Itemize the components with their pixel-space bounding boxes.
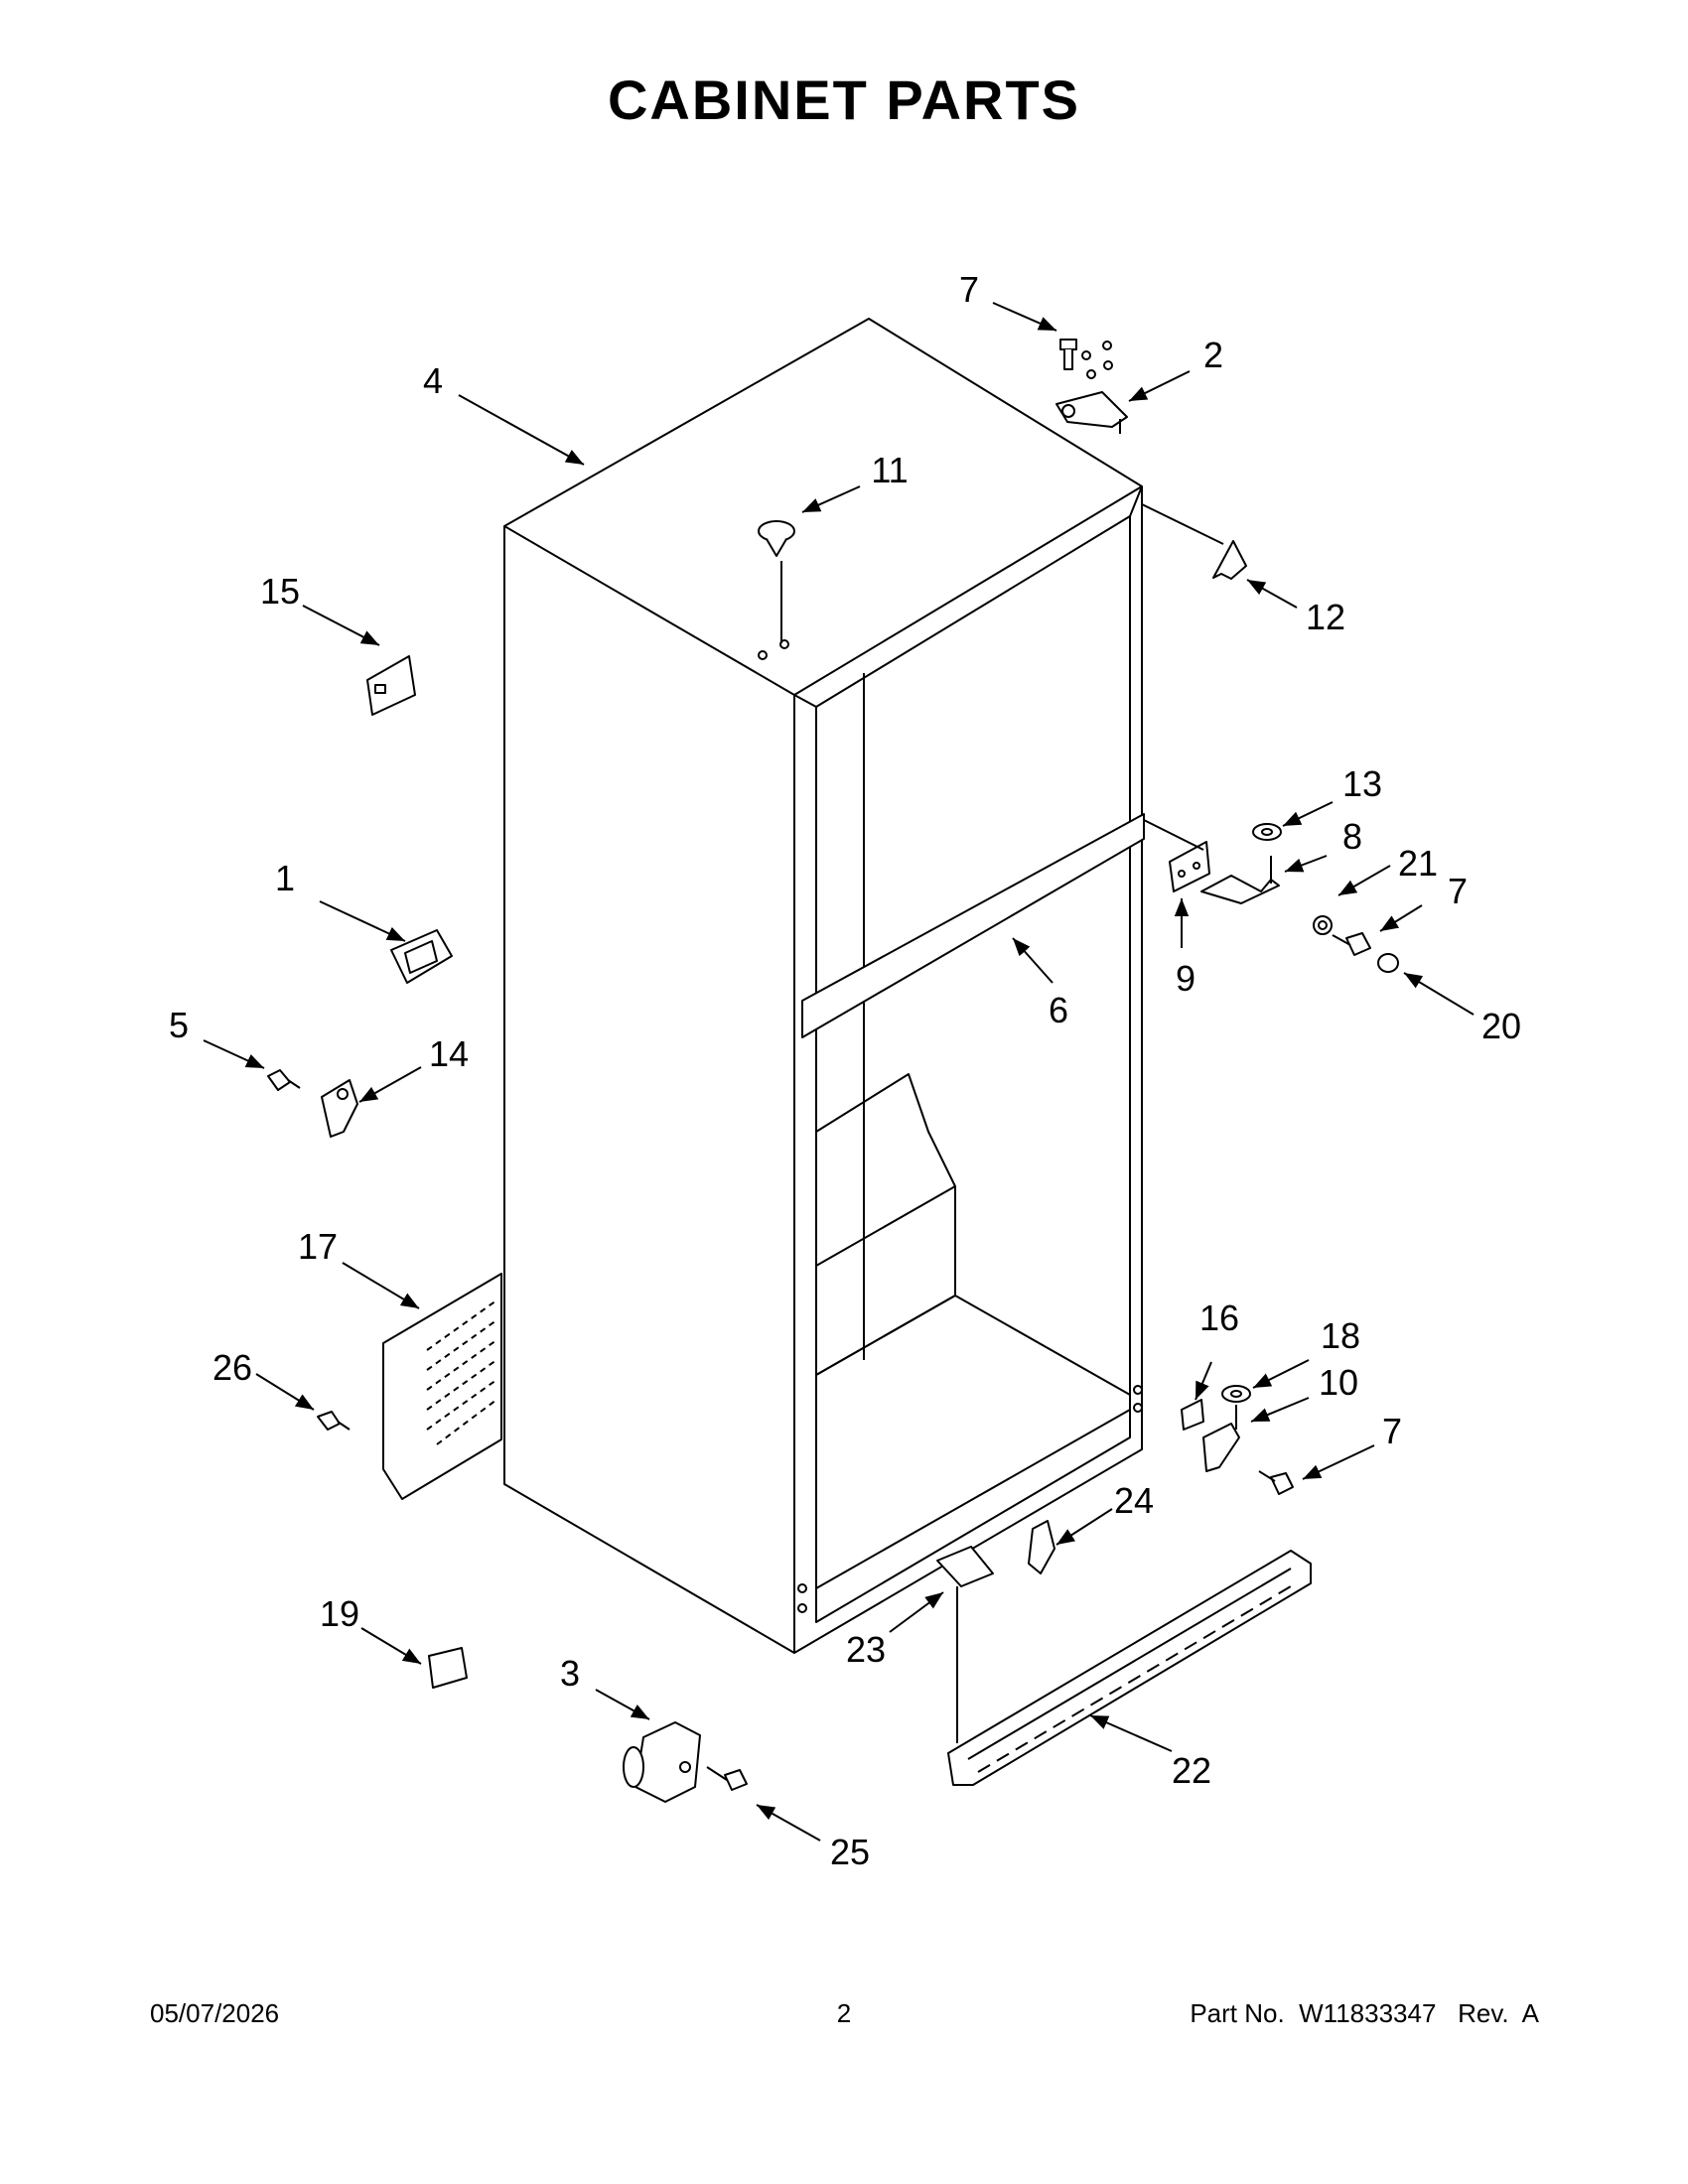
callout-21: 21 [1398, 843, 1438, 884]
callout-18: 18 [1321, 1315, 1360, 1356]
screw-part-7-middle [1332, 932, 1371, 956]
callout-9: 9 [1176, 958, 1196, 999]
pad-part-16 [1181, 1399, 1204, 1431]
callout-7-top: 7 [959, 269, 979, 310]
callout-labels: 1 2 3 4 5 6 7 7 7 8 9 10 11 12 13 14 15 … [169, 269, 1521, 1872]
parts [267, 339, 1399, 1803]
bracket-part-15 [366, 655, 416, 716]
leader-arrows [203, 302, 1475, 1842]
callout-17: 17 [298, 1226, 338, 1267]
washer-part-13 [1252, 823, 1282, 841]
bottom-hinge-part-3 [623, 1721, 701, 1803]
footer-page-number: 2 [836, 1998, 852, 2028]
callout-2: 2 [1203, 335, 1223, 375]
callout-15: 15 [260, 571, 300, 612]
plug-part-11 [758, 520, 795, 643]
callout-16: 16 [1199, 1297, 1239, 1338]
footer-part-number: Part No. W11833347 Rev. A [1190, 1998, 1539, 2028]
screw-part-26 [317, 1411, 351, 1431]
callout-20: 20 [1481, 1006, 1521, 1046]
screw-part-7-top [1059, 339, 1077, 370]
washer-part-21 [1313, 915, 1333, 935]
cap-part-20 [1377, 953, 1399, 973]
callout-23: 23 [846, 1629, 886, 1670]
callout-4: 4 [423, 360, 443, 401]
screw-part-5 [267, 1069, 301, 1091]
footer-date: 05/07/2026 [150, 1998, 280, 2028]
callout-5: 5 [169, 1005, 189, 1045]
callout-7-middle: 7 [1448, 871, 1468, 911]
latch-part-14 [321, 1079, 358, 1138]
clip-part-24 [1028, 1520, 1055, 1574]
toe-grille-part-22 [947, 1550, 1312, 1786]
callout-14: 14 [429, 1033, 469, 1074]
callout-12: 12 [1306, 597, 1345, 637]
page-title: CABINET PARTS [607, 68, 1081, 131]
callout-26: 26 [212, 1347, 252, 1388]
block-part-19 [428, 1647, 468, 1689]
panel-part-17 [382, 1273, 502, 1500]
callout-8: 8 [1342, 816, 1362, 857]
bracket-part-23 [936, 1546, 994, 1587]
callout-24: 24 [1114, 1480, 1154, 1521]
cabinet-body [503, 318, 1145, 1654]
callout-10: 10 [1319, 1362, 1358, 1403]
center-hinge-part-8 [1200, 856, 1280, 904]
screw-part-25 [706, 1766, 748, 1791]
cap-part-12 [1212, 540, 1247, 580]
callout-11: 11 [871, 450, 908, 490]
callout-1: 1 [275, 858, 295, 898]
callout-7-bottom: 7 [1382, 1411, 1402, 1451]
screw-part-7-bottom [1258, 1470, 1294, 1495]
top-hinge-part-2 [1055, 391, 1128, 434]
callout-19: 19 [320, 1593, 359, 1634]
clip-part-1 [390, 929, 453, 984]
callout-25: 25 [830, 1832, 870, 1872]
bottom-hinge-part-10 [1202, 1405, 1240, 1472]
callout-3: 3 [560, 1653, 580, 1694]
callout-6: 6 [1049, 990, 1068, 1030]
callout-13: 13 [1342, 763, 1382, 804]
callout-22: 22 [1172, 1750, 1211, 1791]
plate-part-9 [1169, 841, 1210, 892]
washer-part-18 [1221, 1385, 1251, 1403]
